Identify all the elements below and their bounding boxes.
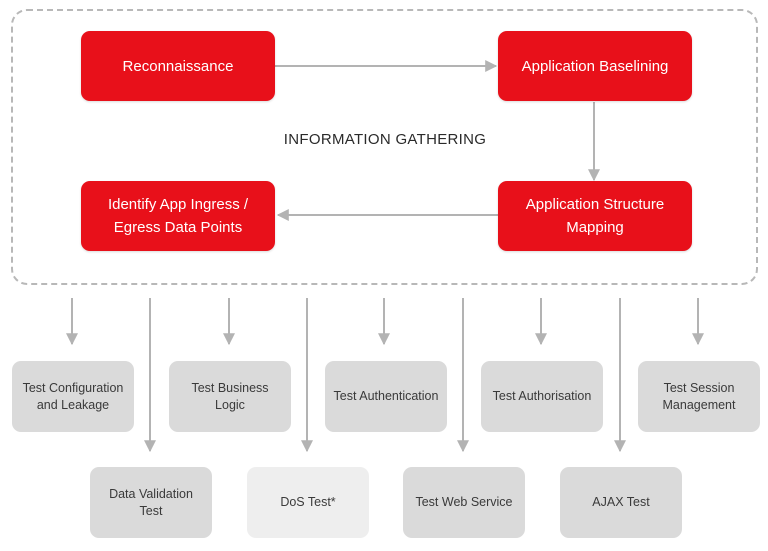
test-business-logic: Test Business Logic — [169, 361, 291, 432]
step-reconnaissance: Reconnaissance — [81, 31, 275, 101]
test-session-management: Test Session Management — [638, 361, 760, 432]
information-gathering-group — [11, 9, 758, 285]
test-authentication-label: Test Authentication — [333, 389, 439, 403]
test-authorisation-label: Test Authorisation — [492, 389, 592, 403]
data-validation-test-label: Data Validation Test — [109, 486, 193, 518]
test-configuration-and-leakage-label: Test Configuration and Leakage — [22, 380, 124, 412]
dos-test: DoS Test* — [247, 467, 369, 538]
data-validation-test: Data Validation Test — [90, 467, 212, 538]
test-session-management-label: Test Session Management — [662, 380, 736, 412]
ajax-test-label: AJAX Test — [592, 495, 650, 509]
test-web-service: Test Web Service — [403, 467, 525, 538]
step-application-baselining-label: Application Baselining — [521, 57, 669, 75]
test-authorisation: Test Authorisation — [481, 361, 603, 432]
dos-test-label: DoS Test* — [280, 495, 336, 509]
test-configuration-and-leakage: Test Configuration and Leakage — [12, 361, 134, 432]
step-reconnaissance-label: Reconnaissance — [122, 57, 234, 75]
step-application-baselining: Application Baselining — [498, 31, 692, 101]
test-business-logic-label: Test Business Logic — [191, 380, 269, 412]
information-gathering-label: INFORMATION GATHERING — [283, 131, 487, 148]
step-identify-app-ingress-egress: Identify App Ingress / Egress Data Point… — [81, 181, 275, 251]
step-application-structure-mapping: Application Structure Mapping — [498, 181, 692, 251]
ajax-test: AJAX Test — [560, 467, 682, 538]
step-identify-app-ingress-egress-label: Identify App Ingress / Egress Data Point… — [107, 196, 249, 236]
step-application-structure-mapping-label: Application Structure Mapping — [525, 196, 665, 236]
test-web-service-label: Test Web Service — [415, 495, 513, 509]
test-authentication: Test Authentication — [325, 361, 447, 432]
